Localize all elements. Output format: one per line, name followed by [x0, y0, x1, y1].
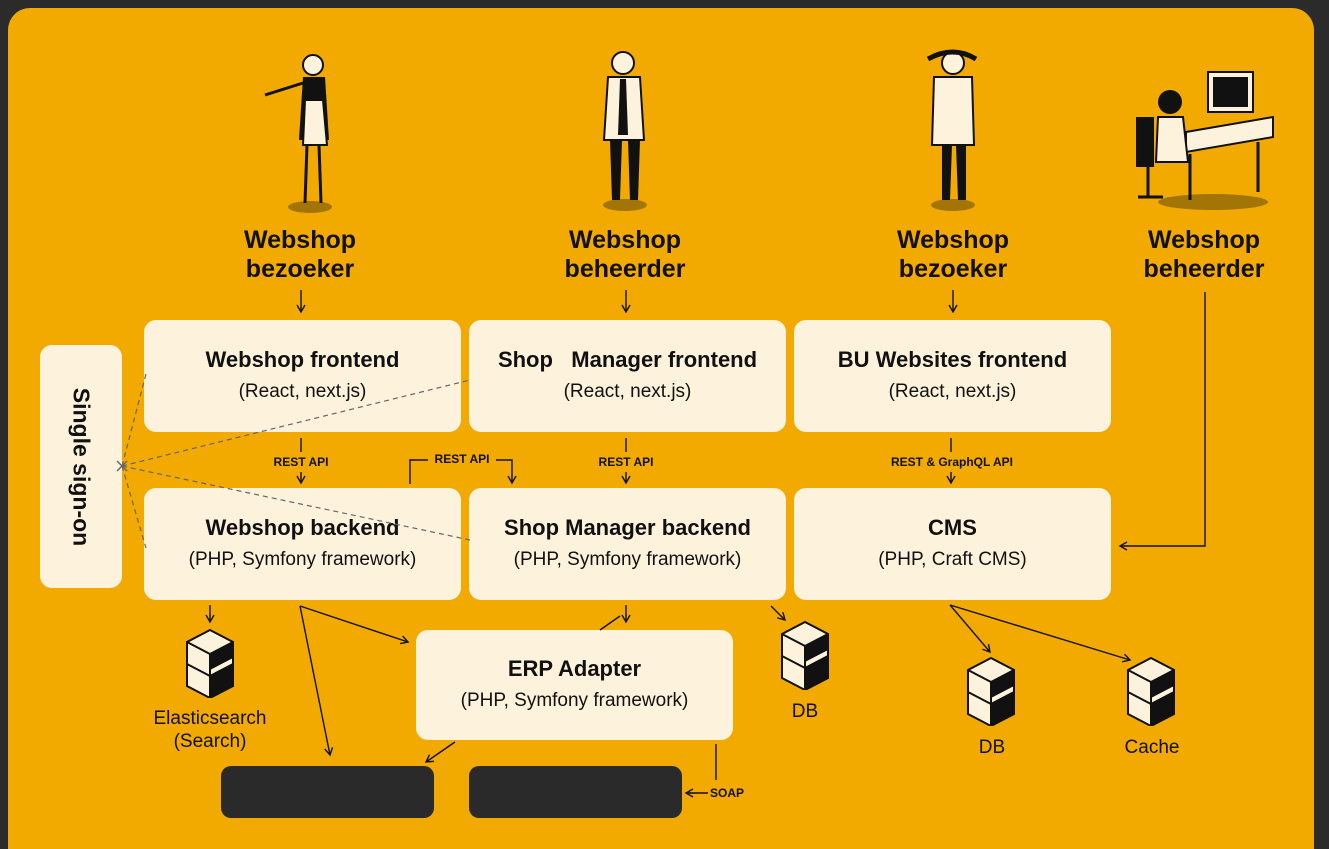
cache-label: Cache [1124, 737, 1180, 758]
person-desk-worker-icon [1136, 71, 1274, 210]
box-subtitle: (React, next.js) [563, 381, 692, 402]
person-visitor-icon [264, 54, 332, 213]
box-title: Shop Manager backend [504, 515, 751, 540]
api-label-soap: SOAP [709, 786, 745, 800]
box-subtitle: (React, next.js) [238, 381, 367, 402]
box-subtitle: (PHP, Craft CMS) [878, 549, 1027, 570]
box-subtitle: (PHP, Symfony framework) [188, 549, 417, 570]
person-visitor-2-icon [926, 49, 978, 211]
erp-adapter-box: ERP Adapter (PHP, Symfony framework) [416, 630, 733, 740]
box-title: ERP Adapter [507, 656, 642, 681]
database-icon [781, 620, 829, 690]
database-icon [186, 628, 234, 698]
box-title: CMS [928, 515, 977, 540]
box-title: BU Websites frontend [837, 347, 1068, 372]
bu-websites-frontend-box: BU Websites frontend (React, next.js) [794, 320, 1111, 432]
db-label-cms: DB [978, 737, 1006, 758]
box-subtitle: (React, next.js) [888, 381, 1017, 402]
person-admin-icon [602, 51, 647, 211]
webshop-frontend-box: Webshop frontend (React, next.js) [144, 320, 461, 432]
api-label-rest: REST API [273, 455, 329, 469]
database-icon [967, 656, 1015, 726]
api-label-rest-graphql: REST & GraphQL API [890, 455, 1014, 469]
single-sign-on-box: Single sign-on [40, 345, 122, 588]
redacted-system-box-2 [469, 766, 682, 818]
box-subtitle: (PHP, Symfony framework) [460, 690, 689, 711]
cache-icon [1127, 656, 1175, 726]
api-label-rest-2: REST API [598, 455, 654, 469]
box-subtitle: (PHP, Symfony framework) [513, 549, 742, 570]
shop-manager-backend-box: Shop Manager backend (PHP, Symfony frame… [469, 488, 786, 600]
cms-box: CMS (PHP, Craft CMS) [794, 488, 1111, 600]
box-title: Webshop frontend [205, 347, 400, 372]
redacted-system-box [221, 766, 434, 818]
db-label-shop: DB [791, 701, 819, 722]
shop-manager-frontend-box: Shop Manager frontend (React, next.js) [469, 320, 786, 432]
webshop-backend-box: Webshop backend (PHP, Symfony framework) [144, 488, 461, 600]
api-label-rest-cross: REST API [434, 452, 490, 466]
elasticsearch-label: Elasticsearch(Search) [153, 708, 267, 752]
box-title: Shop Manager frontend [497, 347, 758, 372]
box-title: Webshop backend [205, 515, 400, 540]
